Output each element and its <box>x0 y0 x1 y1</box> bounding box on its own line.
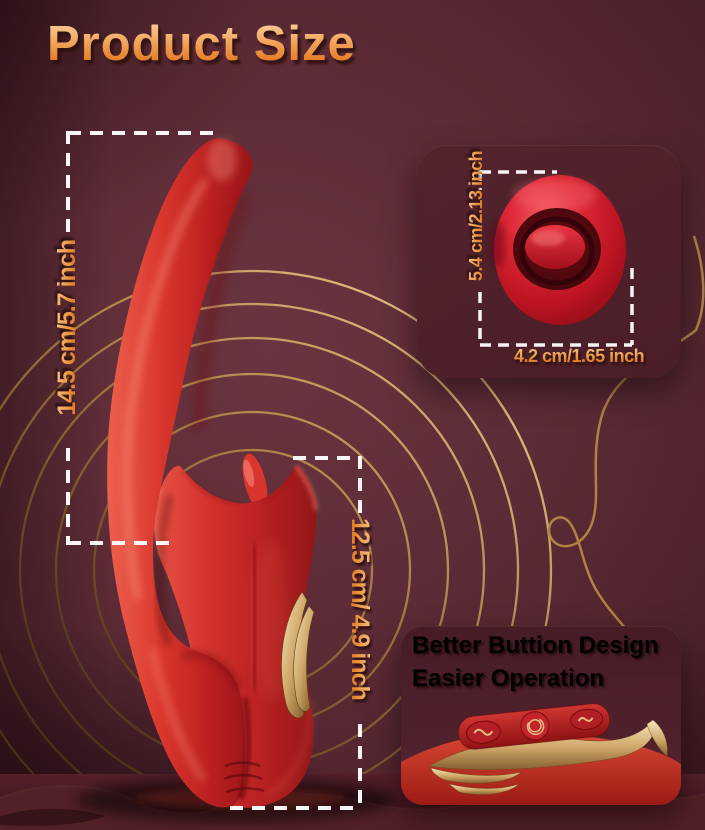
callout-text: Better Buttion Design Easier Operation <box>412 629 659 695</box>
control-buttons <box>457 703 611 750</box>
product-shaft <box>107 138 253 808</box>
rose-tongue <box>242 453 268 511</box>
gold-swoosh-line <box>547 235 705 631</box>
page-title: Product Size <box>47 17 356 71</box>
dimension-lines <box>66 131 362 810</box>
rose-head-top-view <box>478 170 634 347</box>
head-dimension-lines <box>478 170 634 347</box>
callout-line2: Easier Operation <box>412 665 605 692</box>
label-shaft-length: 14.5 cm/5.7 inch <box>53 240 81 416</box>
label-head-width: 4.2 cm/1.65 inch <box>514 346 645 366</box>
product-illustration <box>107 138 318 808</box>
label-head-height: 5.4 cm/2.13 inch <box>466 151 486 282</box>
label-body-length: 12.5 cm/ 4.9 inch <box>346 518 374 700</box>
button-closeup <box>401 703 681 805</box>
head-size-inset: 5.4 cm/2.13 inch 4.2 cm/1.65 inch <box>417 145 681 378</box>
gold-shell-accent <box>281 591 315 719</box>
button-design-inset: Better Buttion Design Easier Operation <box>401 626 681 805</box>
power-rose-button <box>520 711 550 741</box>
callout-line1: Better Buttion Design <box>412 632 659 659</box>
